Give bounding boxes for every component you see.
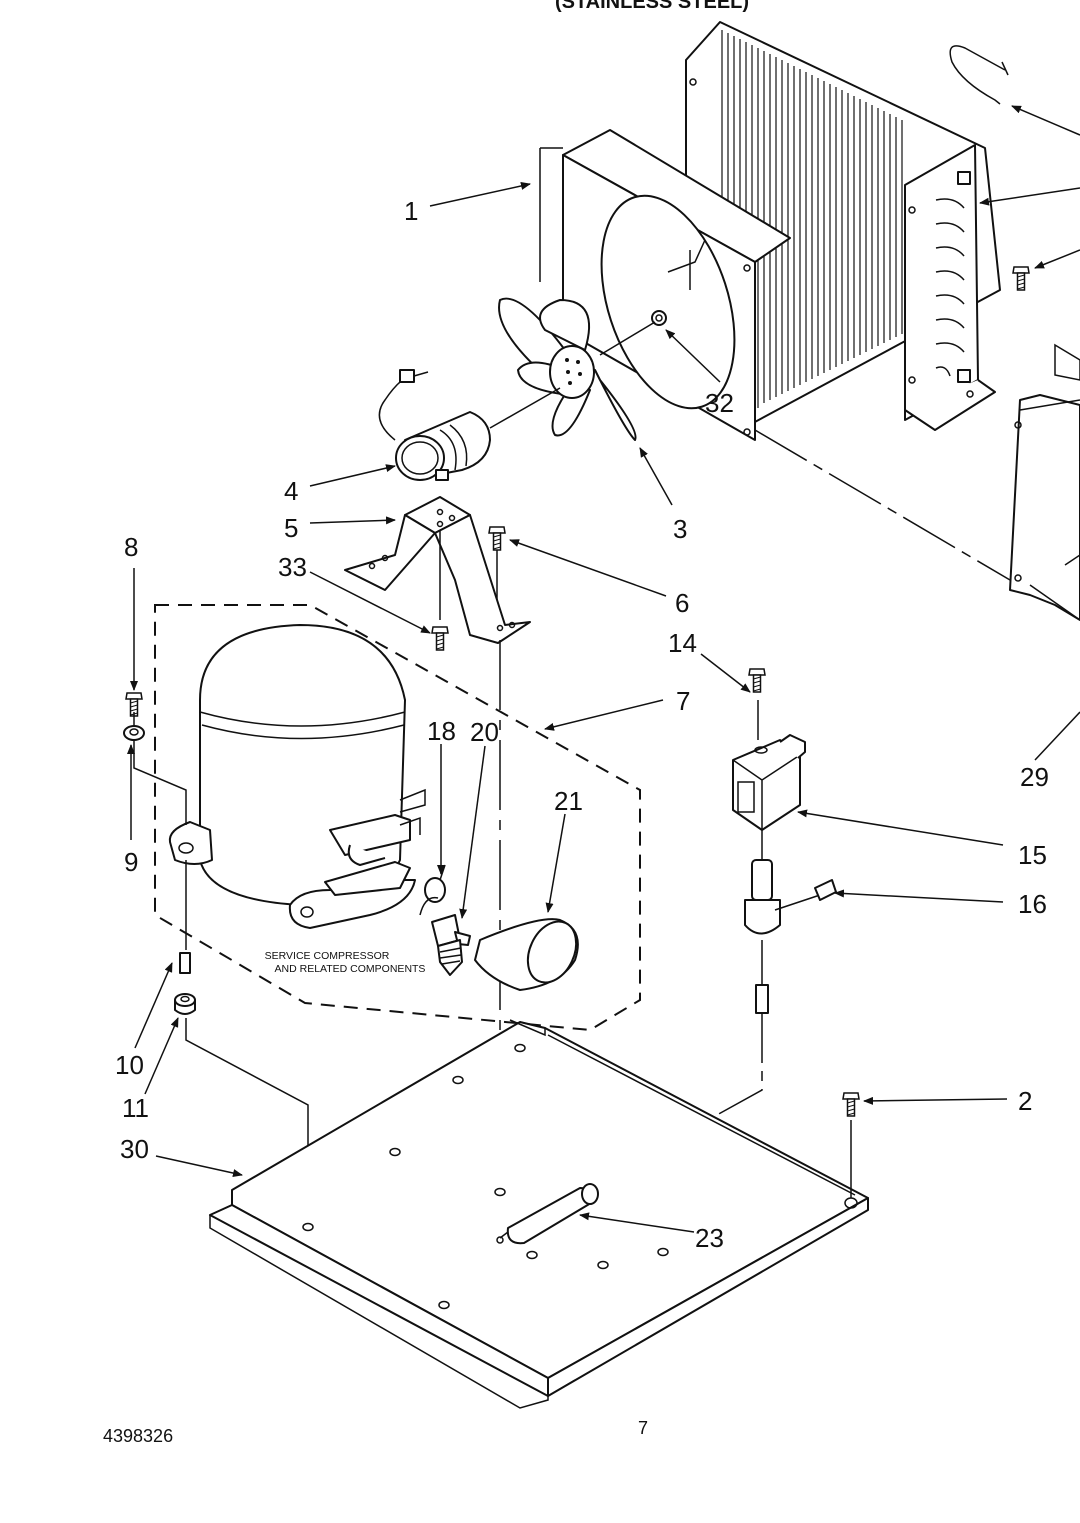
screw-2 xyxy=(842,1092,860,1117)
page-number: 7 xyxy=(638,1418,648,1438)
callout-4: 4 xyxy=(284,476,298,506)
callout-15: 15 xyxy=(1018,840,1047,870)
base-plate xyxy=(209,1019,869,1409)
screw-14 xyxy=(748,668,766,693)
callout-20: 20 xyxy=(470,717,499,747)
sleeve xyxy=(179,952,191,974)
document-number: 4398326 xyxy=(103,1426,173,1446)
motor-bracket xyxy=(344,496,531,644)
washer xyxy=(123,725,145,741)
callout-14: 14 xyxy=(668,628,697,658)
fan-motor xyxy=(378,369,561,481)
callout-6: 6 xyxy=(675,588,689,618)
callout-21: 21 xyxy=(554,786,583,816)
solenoid-coil xyxy=(732,734,806,831)
callout-labels: 1 32 3 4 5 8 33 6 14 7 18 20 21 29 9 15 … xyxy=(115,196,1049,1253)
callout-9: 9 xyxy=(124,847,138,877)
service-note-line1: SERVICE COMPRESSOR xyxy=(265,950,390,962)
leader-lines xyxy=(127,105,1080,1233)
page-title: (STAINLESS STEEL) xyxy=(555,0,749,13)
tube-fitting xyxy=(949,45,1006,105)
callout-16: 16 xyxy=(1018,889,1047,919)
callout-2: 2 xyxy=(1018,1086,1032,1116)
callout-11: 11 xyxy=(122,1093,149,1123)
side-panel xyxy=(1009,343,1080,621)
capacitor-part xyxy=(474,918,579,991)
callout-30: 30 xyxy=(120,1134,149,1164)
callout-18: 18 xyxy=(427,716,456,746)
callout-5: 5 xyxy=(284,513,298,543)
callout-23: 23 xyxy=(695,1223,724,1253)
callout-33: 33 xyxy=(278,552,307,582)
screw-33 xyxy=(431,626,449,651)
condenser xyxy=(685,21,1001,431)
callout-29: 29 xyxy=(1020,762,1049,792)
compressor xyxy=(168,624,426,929)
service-note-line2: AND RELATED COMPONENTS xyxy=(275,963,426,975)
callout-32: 32 xyxy=(705,388,734,418)
overload-part xyxy=(419,864,446,916)
relay-part xyxy=(431,914,471,976)
callout-1: 1 xyxy=(404,196,418,226)
callout-7: 7 xyxy=(676,686,690,716)
grommet xyxy=(174,993,196,1015)
callout-3: 3 xyxy=(673,514,687,544)
screw-condenser xyxy=(1012,266,1030,291)
callout-8: 8 xyxy=(124,532,138,562)
callout-10: 10 xyxy=(115,1050,144,1080)
fan-blade xyxy=(498,297,637,441)
service-compressor-outline xyxy=(154,604,641,1032)
filter-drier xyxy=(496,1183,599,1245)
screw-6 xyxy=(488,526,506,551)
